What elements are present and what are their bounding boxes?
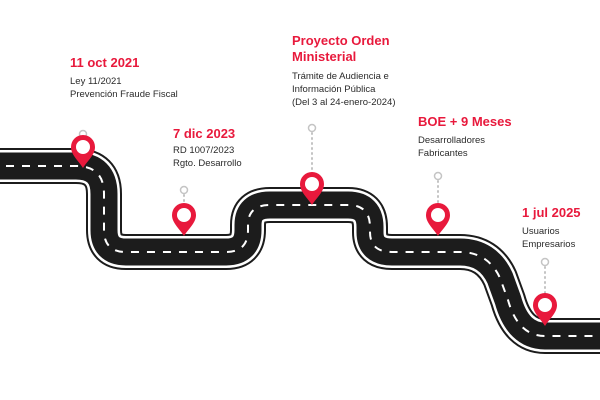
map-pin-icon xyxy=(300,172,324,205)
milestone-date: BOE + 9 Meses xyxy=(418,114,512,129)
milestone-line: Fabricantes xyxy=(418,148,468,159)
winding-road xyxy=(0,148,600,354)
milestone-line: Desarrolladores xyxy=(418,135,486,146)
milestone-line: Ley 11/2021 xyxy=(70,76,122,87)
pin-hole xyxy=(177,208,191,222)
milestone-2023: 7 dic 2023 RD 1007/2023 Rgto. Desarrollo xyxy=(173,126,242,170)
dotted-connectors xyxy=(78,123,550,299)
connector-ring xyxy=(433,171,443,181)
milestone-title: Ministerial xyxy=(292,49,357,64)
milestone-line: (Del 3 al 24-enero-2024) xyxy=(292,97,396,108)
road-lane-markings xyxy=(0,165,600,337)
pin-hole xyxy=(76,140,90,154)
map-pin-icon xyxy=(172,203,196,236)
map-pin-icon xyxy=(426,203,450,236)
milestone-line: Empresarios xyxy=(522,239,576,250)
milestone-pins xyxy=(71,135,557,326)
pin-hole xyxy=(538,298,552,312)
milestone-line: Información Pública xyxy=(292,84,376,95)
milestone-line: Prevención Fraude Fiscal xyxy=(70,89,178,100)
map-pin-icon xyxy=(533,293,557,326)
milestone-boe: BOE + 9 Meses Desarrolladores Fabricante… xyxy=(418,114,512,160)
milestone-line: Trámite de Audiencia e xyxy=(292,71,389,82)
milestone-title: Proyecto Orden xyxy=(292,33,390,48)
pin-hole xyxy=(431,208,445,222)
map-pin-icon xyxy=(71,135,95,168)
connector-ring xyxy=(179,185,189,195)
connector-ring xyxy=(307,123,317,133)
connector-ring xyxy=(540,257,550,267)
milestone-line: Usuarios xyxy=(522,226,560,237)
milestone-date: 1 jul 2025 xyxy=(522,205,581,220)
milestone-2025: 1 jul 2025 Usuarios Empresarios xyxy=(522,205,581,251)
milestone-proyecto-orden: Proyecto Orden Ministerial Trámite de Au… xyxy=(292,33,396,109)
milestone-date: 11 oct 2021 xyxy=(70,55,140,70)
pin-hole xyxy=(305,177,319,191)
milestone-line: RD 1007/2023 xyxy=(173,145,235,156)
milestone-line: Rgto. Desarrollo xyxy=(173,158,242,169)
milestone-2021: 11 oct 2021 Ley 11/2021 Prevención Fraud… xyxy=(70,55,178,101)
milestone-date: 7 dic 2023 xyxy=(173,126,236,141)
